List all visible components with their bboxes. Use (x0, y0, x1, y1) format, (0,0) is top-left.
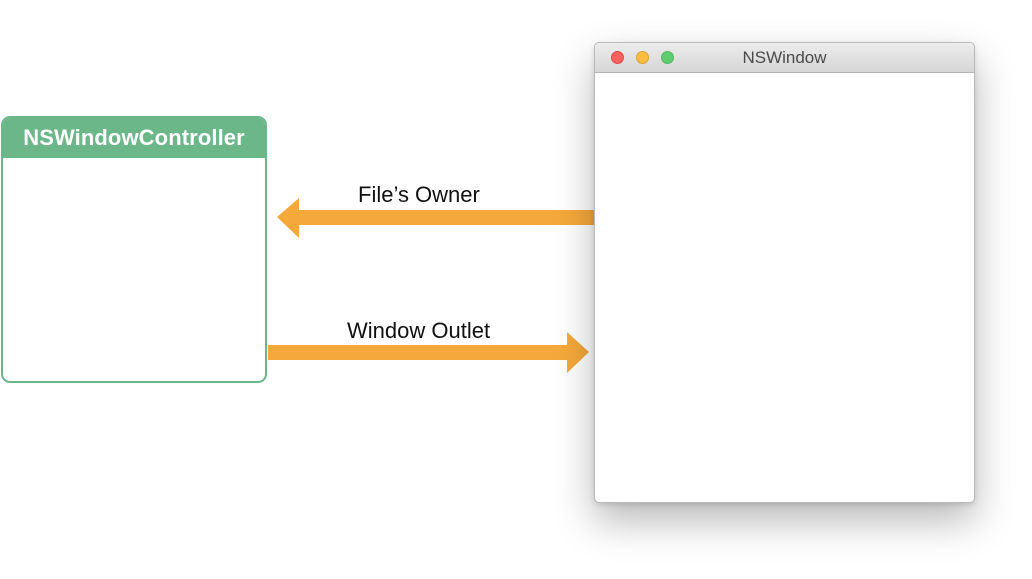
window-title: NSWindow (742, 48, 827, 67)
window-controller-title: NSWindowController (3, 118, 265, 158)
files-owner-arrow (277, 198, 596, 238)
window-outlet-arrow (268, 332, 589, 373)
files-owner-label: File’s Owner (358, 182, 480, 207)
minimize-icon[interactable] (636, 51, 649, 64)
ns-window: NSWindow (594, 42, 975, 503)
zoom-icon[interactable] (661, 51, 674, 64)
window-outlet-label: Window Outlet (347, 318, 491, 343)
close-icon[interactable] (611, 51, 624, 64)
window-titlebar: NSWindow (595, 43, 974, 73)
window-controller-box: NSWindowController (1, 116, 267, 383)
